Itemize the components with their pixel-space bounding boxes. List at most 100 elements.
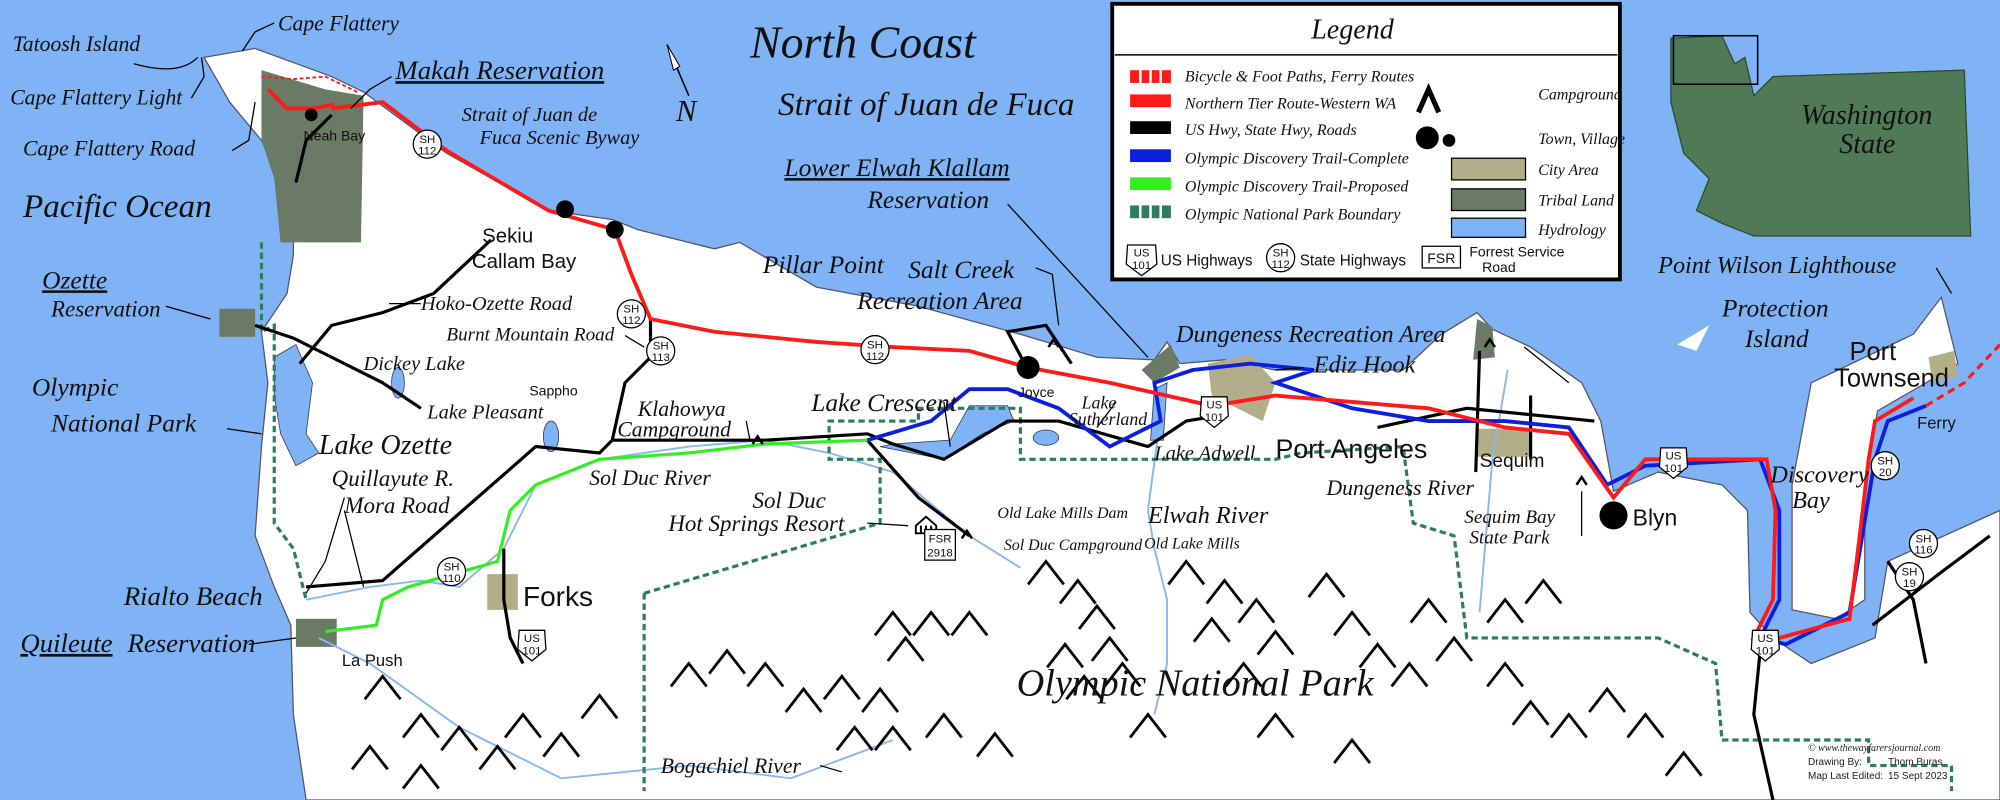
- svg-text:Rialto Beach: Rialto Beach: [123, 581, 263, 611]
- svg-text:Lower Elwah Klallam: Lower Elwah Klallam: [783, 153, 1009, 182]
- svg-text:US: US: [1206, 399, 1222, 411]
- svg-text:Sol Duc: Sol Duc: [753, 488, 826, 513]
- mountain-icon: [1167, 559, 1206, 586]
- drawn-by-value: Thom Buras: [1888, 757, 1943, 768]
- north-arrow: N: [666, 44, 698, 128]
- tribal-lands: [219, 70, 1495, 647]
- svg-text:Forks: Forks: [523, 581, 593, 612]
- svg-text:Sutherland: Sutherland: [1069, 409, 1147, 429]
- svg-text:112: 112: [1271, 259, 1289, 271]
- svg-text:Campground: Campground: [1538, 87, 1622, 104]
- svg-text:Sol Duc River: Sol Duc River: [589, 466, 711, 490]
- svg-text:112: 112: [866, 351, 884, 363]
- svg-text:Old Lake Mills: Old Lake Mills: [1144, 536, 1240, 553]
- mountain-icon: [1511, 699, 1550, 726]
- inset-label-washington: Washington: [1801, 100, 1932, 131]
- svg-text:Quileute: Quileute: [20, 628, 112, 658]
- svg-text:Bay: Bay: [1792, 487, 1830, 514]
- mountain-icon: [1205, 578, 1244, 605]
- mountain-icon: [1090, 635, 1129, 662]
- svg-text:US: US: [1666, 450, 1682, 462]
- svg-text:Hydrology: Hydrology: [1537, 222, 1606, 239]
- mountain-icon: [1333, 610, 1372, 637]
- mountain-icon: [363, 673, 402, 701]
- svg-text:FSR: FSR: [929, 533, 952, 545]
- mountain-icon: [912, 610, 951, 637]
- svg-text:Hoko-Ozette Road: Hoko-Ozette Road: [420, 293, 573, 315]
- svg-text:Hot Springs Resort: Hot Springs Resort: [667, 511, 845, 536]
- svg-text:La Push: La Push: [342, 651, 403, 670]
- svg-text:Lake Crescent: Lake Crescent: [810, 388, 958, 417]
- washington-inset-map: Washington State: [1632, 6, 1997, 247]
- mountain-icon: [1237, 597, 1276, 624]
- svg-text:Strait of Juan de: Strait of Juan de: [462, 104, 597, 126]
- mountain-icon: [478, 744, 517, 771]
- svg-text:101: 101: [522, 646, 541, 658]
- svg-text:Tribal Land: Tribal Land: [1538, 192, 1614, 209]
- svg-text:Bogachiel River: Bogachiel River: [661, 754, 802, 778]
- point-wilson-label: Point Wilson Lighthouse: [1657, 252, 1896, 279]
- svg-text:Mora Road: Mora Road: [343, 493, 450, 518]
- svg-text:Makah Reservation: Makah Reservation: [394, 55, 604, 85]
- svg-text:Tatoosh Island: Tatoosh Island: [13, 32, 141, 56]
- svg-text:Sequim: Sequim: [1480, 451, 1545, 472]
- mountain-icon: [1486, 597, 1525, 624]
- svg-text:Lake Ozette: Lake Ozette: [318, 430, 452, 461]
- svg-text:Olympic National Park Boundary: Olympic National Park Boundary: [1185, 206, 1401, 223]
- mountain-icon: [822, 673, 861, 701]
- svg-text:Olympic National Park: Olympic National Park: [1017, 662, 1375, 704]
- svg-text:Ediz Hook: Ediz Hook: [1313, 352, 1417, 379]
- town-neah-bay: [304, 108, 318, 122]
- north-label: N: [675, 94, 698, 128]
- svg-text:113: 113: [652, 352, 670, 364]
- map-labels: North Coast Strait of Juan de Fuca Tatoo…: [10, 12, 1956, 779]
- svg-text:SH: SH: [653, 341, 669, 353]
- svg-text:Callam Bay: Callam Bay: [472, 251, 577, 273]
- mountain-icon: [1549, 712, 1588, 739]
- svg-text:SH: SH: [1273, 247, 1289, 259]
- svg-text:Recreation Area: Recreation Area: [856, 286, 1022, 315]
- svg-text:Blyn: Blyn: [1633, 505, 1678, 531]
- roads: [254, 113, 1991, 800]
- svg-text:20: 20: [1879, 467, 1892, 479]
- mountain-icon: [1026, 559, 1065, 586]
- mountain-icon: [1358, 642, 1397, 669]
- svg-text:Joyce: Joyce: [1018, 384, 1055, 400]
- svg-text:Salt Creek: Salt Creek: [908, 255, 1015, 284]
- svg-text:101: 101: [1664, 463, 1683, 475]
- mountain-icon: [1524, 578, 1563, 605]
- drawn-by-label: Drawing By:: [1808, 757, 1862, 768]
- mountain-icon: [975, 731, 1014, 758]
- mountain-icon: [1664, 750, 1703, 777]
- credits-website: © www.thewayfarersjournal.com: [1808, 743, 1941, 754]
- town-joyce: [1016, 355, 1040, 379]
- svg-text:101: 101: [1756, 646, 1775, 658]
- svg-text:Sekiu: Sekiu: [482, 225, 533, 247]
- svg-text:Town, Village: Town, Village: [1538, 131, 1625, 148]
- lake-pleasant: [542, 420, 560, 453]
- svg-text:SH: SH: [1901, 566, 1917, 578]
- svg-text:SH: SH: [623, 304, 639, 316]
- svg-text:SH: SH: [1916, 533, 1932, 545]
- svg-text:Reservation: Reservation: [127, 628, 256, 658]
- svg-text:Cape Flattery Road: Cape Flattery Road: [23, 137, 195, 161]
- mountain-icon: [873, 610, 912, 637]
- mountain-icon: [1307, 571, 1346, 598]
- svg-text:SH: SH: [444, 561, 460, 573]
- protection-island: [1677, 325, 1710, 351]
- mountain-icon: [835, 724, 874, 752]
- svg-text:Olympic Discovery Trail-Comple: Olympic Discovery Trail-Complete: [1185, 150, 1409, 167]
- cape-flattery-route: [266, 87, 335, 111]
- svg-text:Dickey Lake: Dickey Lake: [363, 353, 465, 375]
- cape-flattery-path: [261, 75, 358, 93]
- svg-text:US Hwy, State Hwy, Roads: US Hwy, State Hwy, Roads: [1185, 122, 1357, 139]
- svg-text:State Park: State Park: [1469, 528, 1550, 549]
- svg-text:Old Lake Mills Dam: Old Lake Mills Dam: [997, 505, 1128, 522]
- legend-title: Legend: [1310, 14, 1395, 45]
